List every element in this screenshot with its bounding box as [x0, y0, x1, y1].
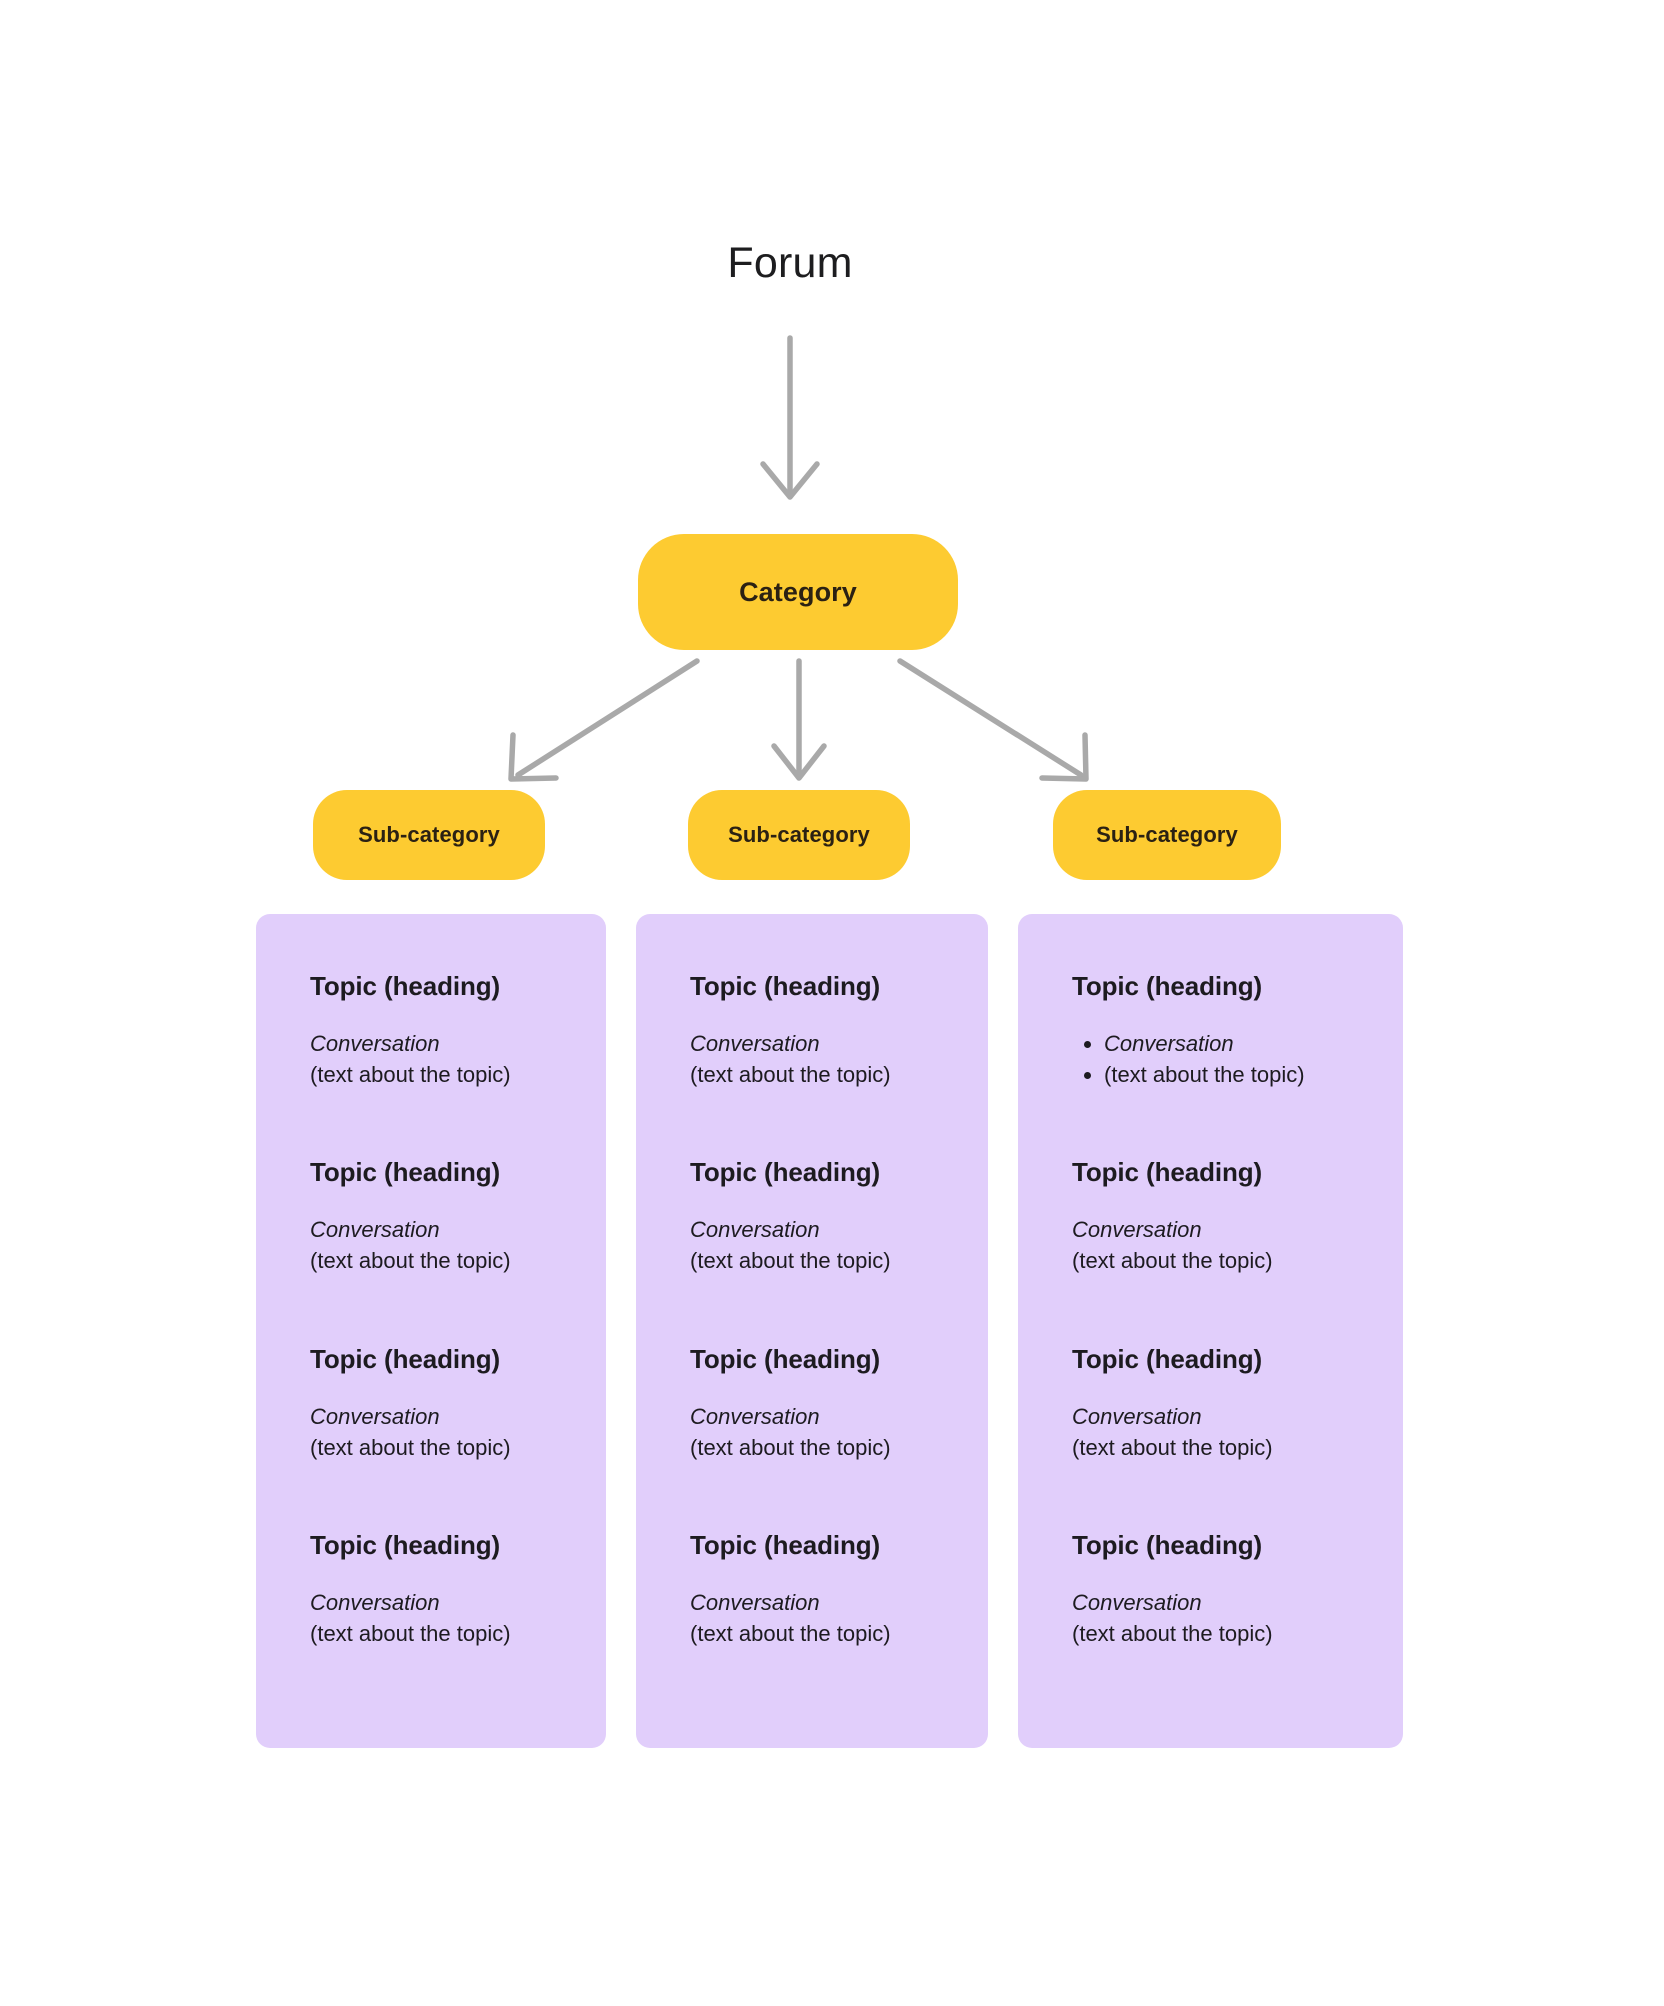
arrow-category-to-subcategory-2 [771, 658, 827, 781]
topic-block[interactable]: Topic (heading) Conversation (text about… [1072, 971, 1377, 1090]
topic-body: (text about the topic) [690, 1621, 891, 1647]
topic-heading: Topic (heading) [1072, 971, 1263, 1001]
topic-conversation: Conversation [1072, 1403, 1202, 1429]
topic-block[interactable]: Topic (heading) Conversation (text about… [690, 1530, 962, 1649]
topic-body: (text about the topic) [1072, 1434, 1273, 1460]
topic-block[interactable]: Topic (heading) Conversation (text about… [690, 971, 962, 1090]
topic-body: (text about the topic) [1072, 1248, 1273, 1274]
arrow-category-to-subcategory-1 [508, 658, 700, 782]
topic-block[interactable]: Topic (heading) Conversation (text about… [1072, 1343, 1377, 1463]
topic-block[interactable]: Topic (heading) Conversation (text about… [690, 1157, 962, 1276]
topic-body: (text about the topic) [690, 1062, 891, 1088]
topic-heading: Topic (heading) [310, 1530, 501, 1561]
node-subcategory-2-label: Sub-category [728, 822, 870, 847]
topic-block[interactable]: Topic (heading) Conversation (text about… [310, 1157, 580, 1276]
topic-conversation: Conversation [1072, 1217, 1202, 1243]
topic-conversation: Conversation [690, 1403, 820, 1429]
topic-card-column-1: Topic (heading) Conversation (text about… [256, 914, 606, 1748]
topic-body: (text about the topic) [1084, 1059, 1377, 1090]
arrow-forum-to-category [760, 335, 820, 500]
topic-card-column-3: Topic (heading) Conversation (text about… [1018, 914, 1403, 1748]
topic-body: (text about the topic) [310, 1062, 511, 1088]
topic-block[interactable]: Topic (heading) Conversation (text about… [1072, 1157, 1377, 1276]
arrow-category-to-subcategory-3 [897, 658, 1089, 782]
topic-block[interactable]: Topic (heading) Conversation (text about… [310, 1343, 580, 1463]
topic-body: (text about the topic) [690, 1248, 891, 1274]
topic-body: (text about the topic) [310, 1248, 511, 1274]
topic-block[interactable]: Topic (heading) Conversation (text about… [690, 1343, 962, 1463]
topic-block[interactable]: Topic (heading) Conversation (text about… [310, 1530, 580, 1649]
topic-conversation: Conversation [690, 1217, 820, 1243]
node-subcategory-3[interactable]: Sub-category [1053, 790, 1281, 880]
topic-conversation: Conversation [1084, 1028, 1377, 1059]
topic-heading: Topic (heading) [1072, 1343, 1263, 1374]
topic-heading: Topic (heading) [310, 971, 501, 1001]
topic-body: (text about the topic) [690, 1434, 891, 1460]
node-subcategory-1[interactable]: Sub-category [313, 790, 545, 880]
topic-heading: Topic (heading) [690, 1157, 881, 1188]
topic-block[interactable]: Topic (heading) Conversation (text about… [1072, 1530, 1377, 1649]
topic-conversation: Conversation [310, 1403, 440, 1429]
topic-heading: Topic (heading) [310, 1157, 501, 1188]
topic-heading: Topic (heading) [690, 1530, 881, 1561]
topic-conversation: Conversation [1072, 1589, 1202, 1615]
topic-heading: Topic (heading) [310, 1343, 501, 1374]
topic-conversation: Conversation [310, 1030, 440, 1056]
node-subcategory-1-label: Sub-category [358, 822, 500, 847]
root-node-forum: Forum [727, 239, 853, 287]
topic-conversation: Conversation [690, 1589, 820, 1615]
node-category[interactable]: Category [638, 534, 958, 650]
topic-heading: Topic (heading) [1072, 1530, 1263, 1561]
topic-heading: Topic (heading) [690, 971, 881, 1001]
topic-conversation: Conversation [310, 1217, 440, 1243]
topic-conversation: Conversation [310, 1589, 440, 1615]
node-category-label: Category [739, 576, 857, 607]
topic-block[interactable]: Topic (heading) Conversation (text about… [310, 971, 580, 1090]
topic-body: (text about the topic) [1072, 1621, 1273, 1647]
topic-heading: Topic (heading) [690, 1343, 881, 1374]
topic-body: (text about the topic) [310, 1621, 511, 1647]
node-subcategory-3-label: Sub-category [1096, 822, 1238, 847]
topic-conversation: Conversation [690, 1030, 820, 1056]
topic-bullet-list: Conversation (text about the topic) [1072, 1028, 1377, 1090]
topic-heading: Topic (heading) [1072, 1157, 1263, 1188]
topic-body: (text about the topic) [310, 1434, 511, 1460]
topic-card-column-2: Topic (heading) Conversation (text about… [636, 914, 988, 1748]
node-subcategory-2[interactable]: Sub-category [688, 790, 910, 880]
